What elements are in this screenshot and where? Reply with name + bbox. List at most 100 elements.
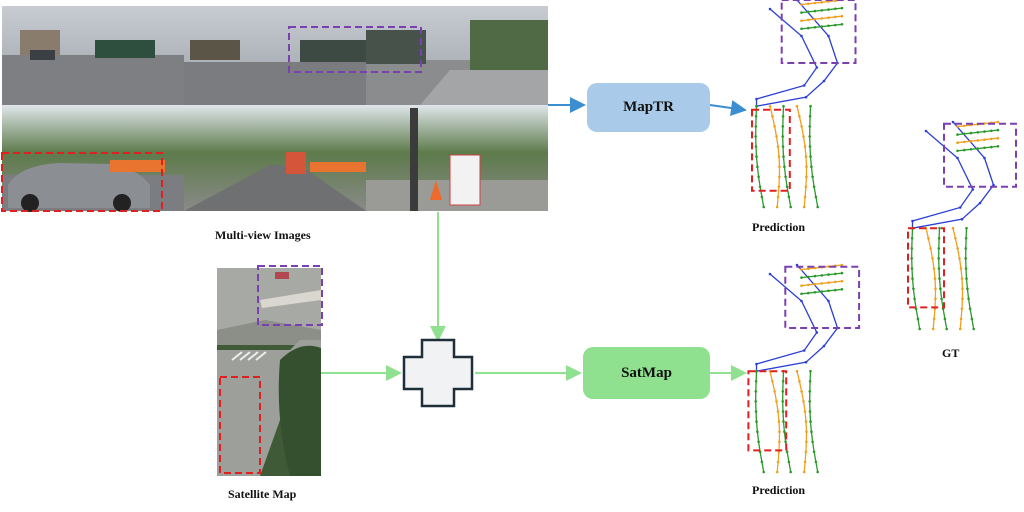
lower-lane-3-pt — [961, 287, 964, 291]
lower-lane-4-pt — [965, 277, 968, 280]
lower-lane-4-pt — [809, 155, 812, 158]
upper-lane-3-pt — [834, 23, 837, 27]
upper-lane-3-pt — [807, 291, 810, 295]
upper-lane-2-pt — [827, 281, 830, 285]
upper-lane-1-pt — [963, 132, 966, 136]
lower-lane-3-pt — [802, 205, 806, 209]
upper-lane-0-pt — [800, 3, 803, 6]
ped-crossing-pt — [768, 272, 772, 276]
lower-lane-0-pt — [754, 400, 757, 403]
upper-lane-3-pt — [827, 24, 830, 28]
upper-lane-1-pt — [807, 10, 810, 14]
upper-lane-3-pt — [820, 290, 824, 293]
ped-crossing-pt — [827, 34, 830, 38]
camera-back-left — [2, 105, 184, 212]
lower-lane-4-pt — [808, 390, 812, 393]
upper-lane-2-pt — [963, 140, 966, 144]
lower-lane-2-pt — [782, 155, 785, 158]
upper-lane-2-pt — [800, 19, 803, 23]
lower-lane-1-pt — [768, 104, 772, 108]
plus-icon — [402, 338, 474, 408]
upper-lane-1-pt — [840, 6, 844, 10]
lower-lane-2-pt — [938, 277, 941, 280]
lower-lane-0-pt — [910, 257, 913, 260]
upper-lane-2-pt — [840, 14, 844, 18]
upper-lane-0-pt — [840, 263, 844, 267]
lower-lane-1-pt — [777, 185, 781, 189]
upper-lane-0-pt — [820, 1, 824, 4]
lower-lane-4-pt — [809, 104, 812, 108]
lower-lane-2-pt — [781, 380, 785, 383]
gt-map — [907, 120, 1017, 331]
upper-lane-2-pt — [834, 15, 837, 19]
upper-lane-2-pt — [976, 139, 980, 142]
arrow-maptr-to-prediction — [709, 100, 747, 116]
upper-lane-3-pt — [840, 23, 844, 26]
lower-lane-1-pt — [773, 125, 776, 128]
multi-view-images — [1, 6, 548, 212]
lower-lane-2-pt — [781, 115, 785, 118]
lower-lane-1-pt — [778, 440, 781, 444]
upper-lane-1-pt — [990, 129, 993, 133]
lower-lane-0-pt — [754, 410, 758, 413]
upper-lane-1-pt — [827, 8, 830, 11]
lower-lane-4-pt — [810, 165, 813, 168]
upper-lane-3-pt — [827, 289, 830, 293]
upper-lane-1-pt — [813, 274, 817, 278]
lower-lane-0-pt — [910, 267, 914, 270]
map-highlight-purple — [943, 122, 1017, 188]
map-highlight-red — [747, 370, 788, 452]
prediction-map-bottom — [747, 263, 861, 474]
lower-lane-1-pt — [776, 195, 780, 199]
lower-lane-2-pt — [785, 450, 789, 454]
lower-lane-4-pt — [808, 380, 812, 383]
lower-lane-3-pt — [954, 237, 957, 240]
ped-crossing-pt — [804, 360, 808, 364]
upper-lane-2-pt — [820, 17, 824, 20]
lower-lane-4-pt — [816, 470, 819, 474]
upper-lane-0-pt — [963, 124, 966, 128]
upper-lane-2-pt — [807, 18, 810, 22]
lower-lane-0-pt — [754, 380, 758, 383]
lower-lane-0-pt — [760, 460, 764, 464]
lower-lane-4-pt — [966, 287, 969, 291]
lower-lane-0-pt — [911, 277, 914, 280]
upper-lane-0-pt — [956, 125, 959, 128]
gt-caption: GT — [942, 346, 960, 360]
camera-front-left — [2, 6, 184, 105]
upper-lane-2-pt — [813, 282, 817, 286]
lower-lane-2-pt — [943, 317, 947, 321]
lower-lane-2-pt — [784, 175, 787, 179]
upper-lane-3-pt — [813, 291, 817, 294]
lower-lane-1-pt — [777, 155, 781, 158]
highlight-box-purple — [288, 26, 422, 73]
lower-lane-1-pt — [776, 410, 780, 413]
upper-lane-3-pt — [996, 145, 1000, 148]
map-highlight-purple — [784, 265, 861, 329]
ped-crossing-pt — [822, 79, 826, 83]
ped-crossing-pt — [924, 129, 928, 133]
lower-lane-3-pt — [805, 440, 808, 444]
upper-lane-3-pt — [807, 26, 810, 30]
lower-lane-0-pt — [913, 297, 916, 301]
ped-crossing-pt — [815, 331, 819, 334]
ped-crossing-pt — [911, 219, 914, 223]
upper-lane-3-pt — [840, 288, 844, 291]
camera-back — [184, 105, 366, 211]
lower-lane-2-pt — [782, 104, 785, 108]
upper-lane-2-pt — [983, 138, 986, 141]
lower-lane-2-pt — [785, 185, 789, 189]
ped-crossing-pt — [768, 7, 772, 11]
ped-crossing — [755, 0, 839, 107]
lower-lane-0-pt — [757, 175, 760, 179]
lower-lane-4-pt — [964, 267, 968, 270]
lower-lane-1-pt — [777, 420, 781, 423]
ped-crossing-pt — [804, 95, 808, 99]
lower-lane-2-pt — [939, 287, 942, 291]
lower-lane-3-pt — [804, 155, 808, 158]
lower-lane-2-pt — [945, 327, 948, 331]
lower-lane-2-pt — [781, 410, 785, 413]
lower-lane-2-pt — [782, 420, 785, 423]
ped-crossing-pt — [822, 344, 826, 348]
